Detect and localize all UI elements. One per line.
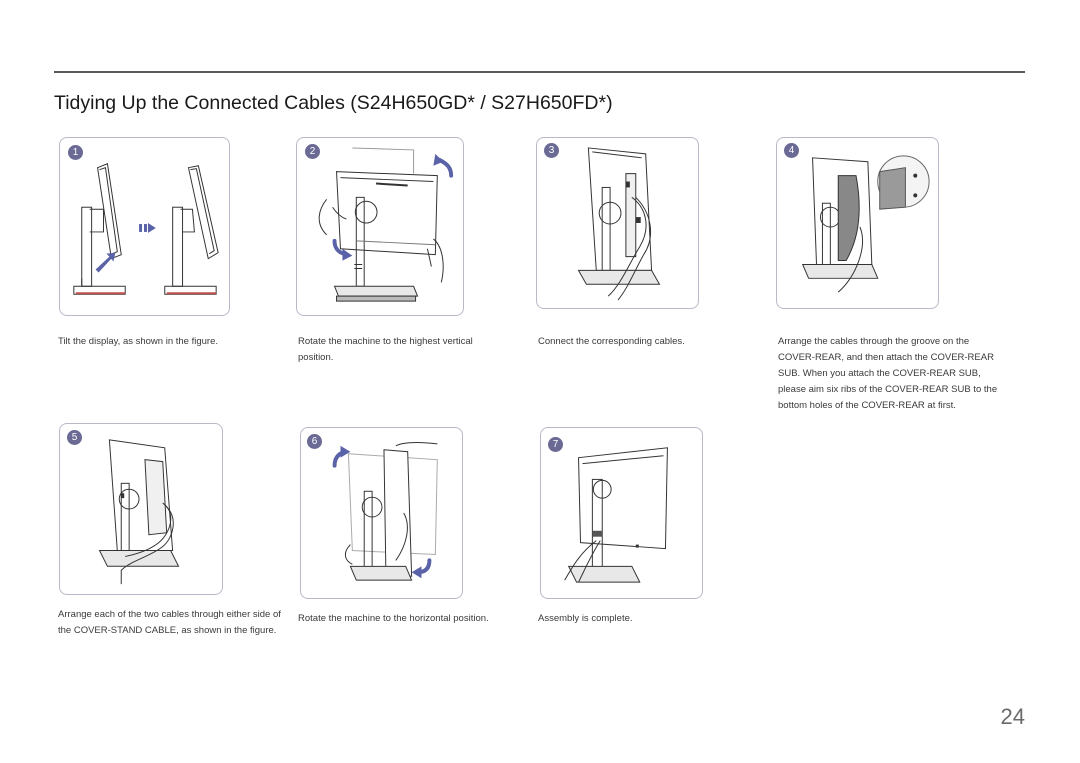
step-1-caption: Tilt the display, as shown in the figure… xyxy=(58,336,218,347)
step-3-illustration: 3 xyxy=(536,137,699,309)
step-3-badge: 3 xyxy=(544,143,559,158)
step-5-caption: Arrange each of the two cables through e… xyxy=(58,609,281,636)
step-7-illustration: 7 xyxy=(540,427,703,599)
step-5-badge: 5 xyxy=(67,430,82,445)
page-number: 24 xyxy=(1000,704,1025,729)
step-5-illustration: 5 xyxy=(59,423,223,595)
step-2-badge: 2 xyxy=(305,144,320,159)
step-4-badge: 4 xyxy=(784,143,799,158)
page-title: Tidying Up the Connected Cables (S24H650… xyxy=(54,92,613,114)
step-3-caption: Connect the corresponding cables. xyxy=(538,336,685,347)
step-7-badge: 7 xyxy=(548,437,563,452)
cover-stand-cable-figure xyxy=(98,439,180,585)
assembly-complete-figure xyxy=(564,447,668,583)
step-6-badge: 6 xyxy=(307,434,322,449)
rotate-horizontal-figure xyxy=(332,442,438,581)
step-1-illustration: 1 xyxy=(59,137,230,316)
step-1-badge: 1 xyxy=(68,145,83,160)
connect-cables-figure xyxy=(577,147,661,301)
step-6-illustration: 6 xyxy=(300,427,463,599)
top-rule xyxy=(54,71,1025,73)
step-6-caption: Rotate the machine to the horizontal pos… xyxy=(298,613,489,624)
step-2-caption: Rotate the machine to the highest vertic… xyxy=(298,336,473,363)
attach-cover-rear-figure xyxy=(801,155,930,293)
step-2-illustration: 2 xyxy=(296,137,464,316)
monitor-rotate-vertical-figure xyxy=(318,147,454,302)
monitor-tilt-figure xyxy=(73,163,219,295)
step-4-caption: Arrange the cables through the groove on… xyxy=(778,336,998,411)
step-4-illustration: 4 xyxy=(776,137,939,309)
step-7-caption: Assembly is complete. xyxy=(538,613,633,624)
